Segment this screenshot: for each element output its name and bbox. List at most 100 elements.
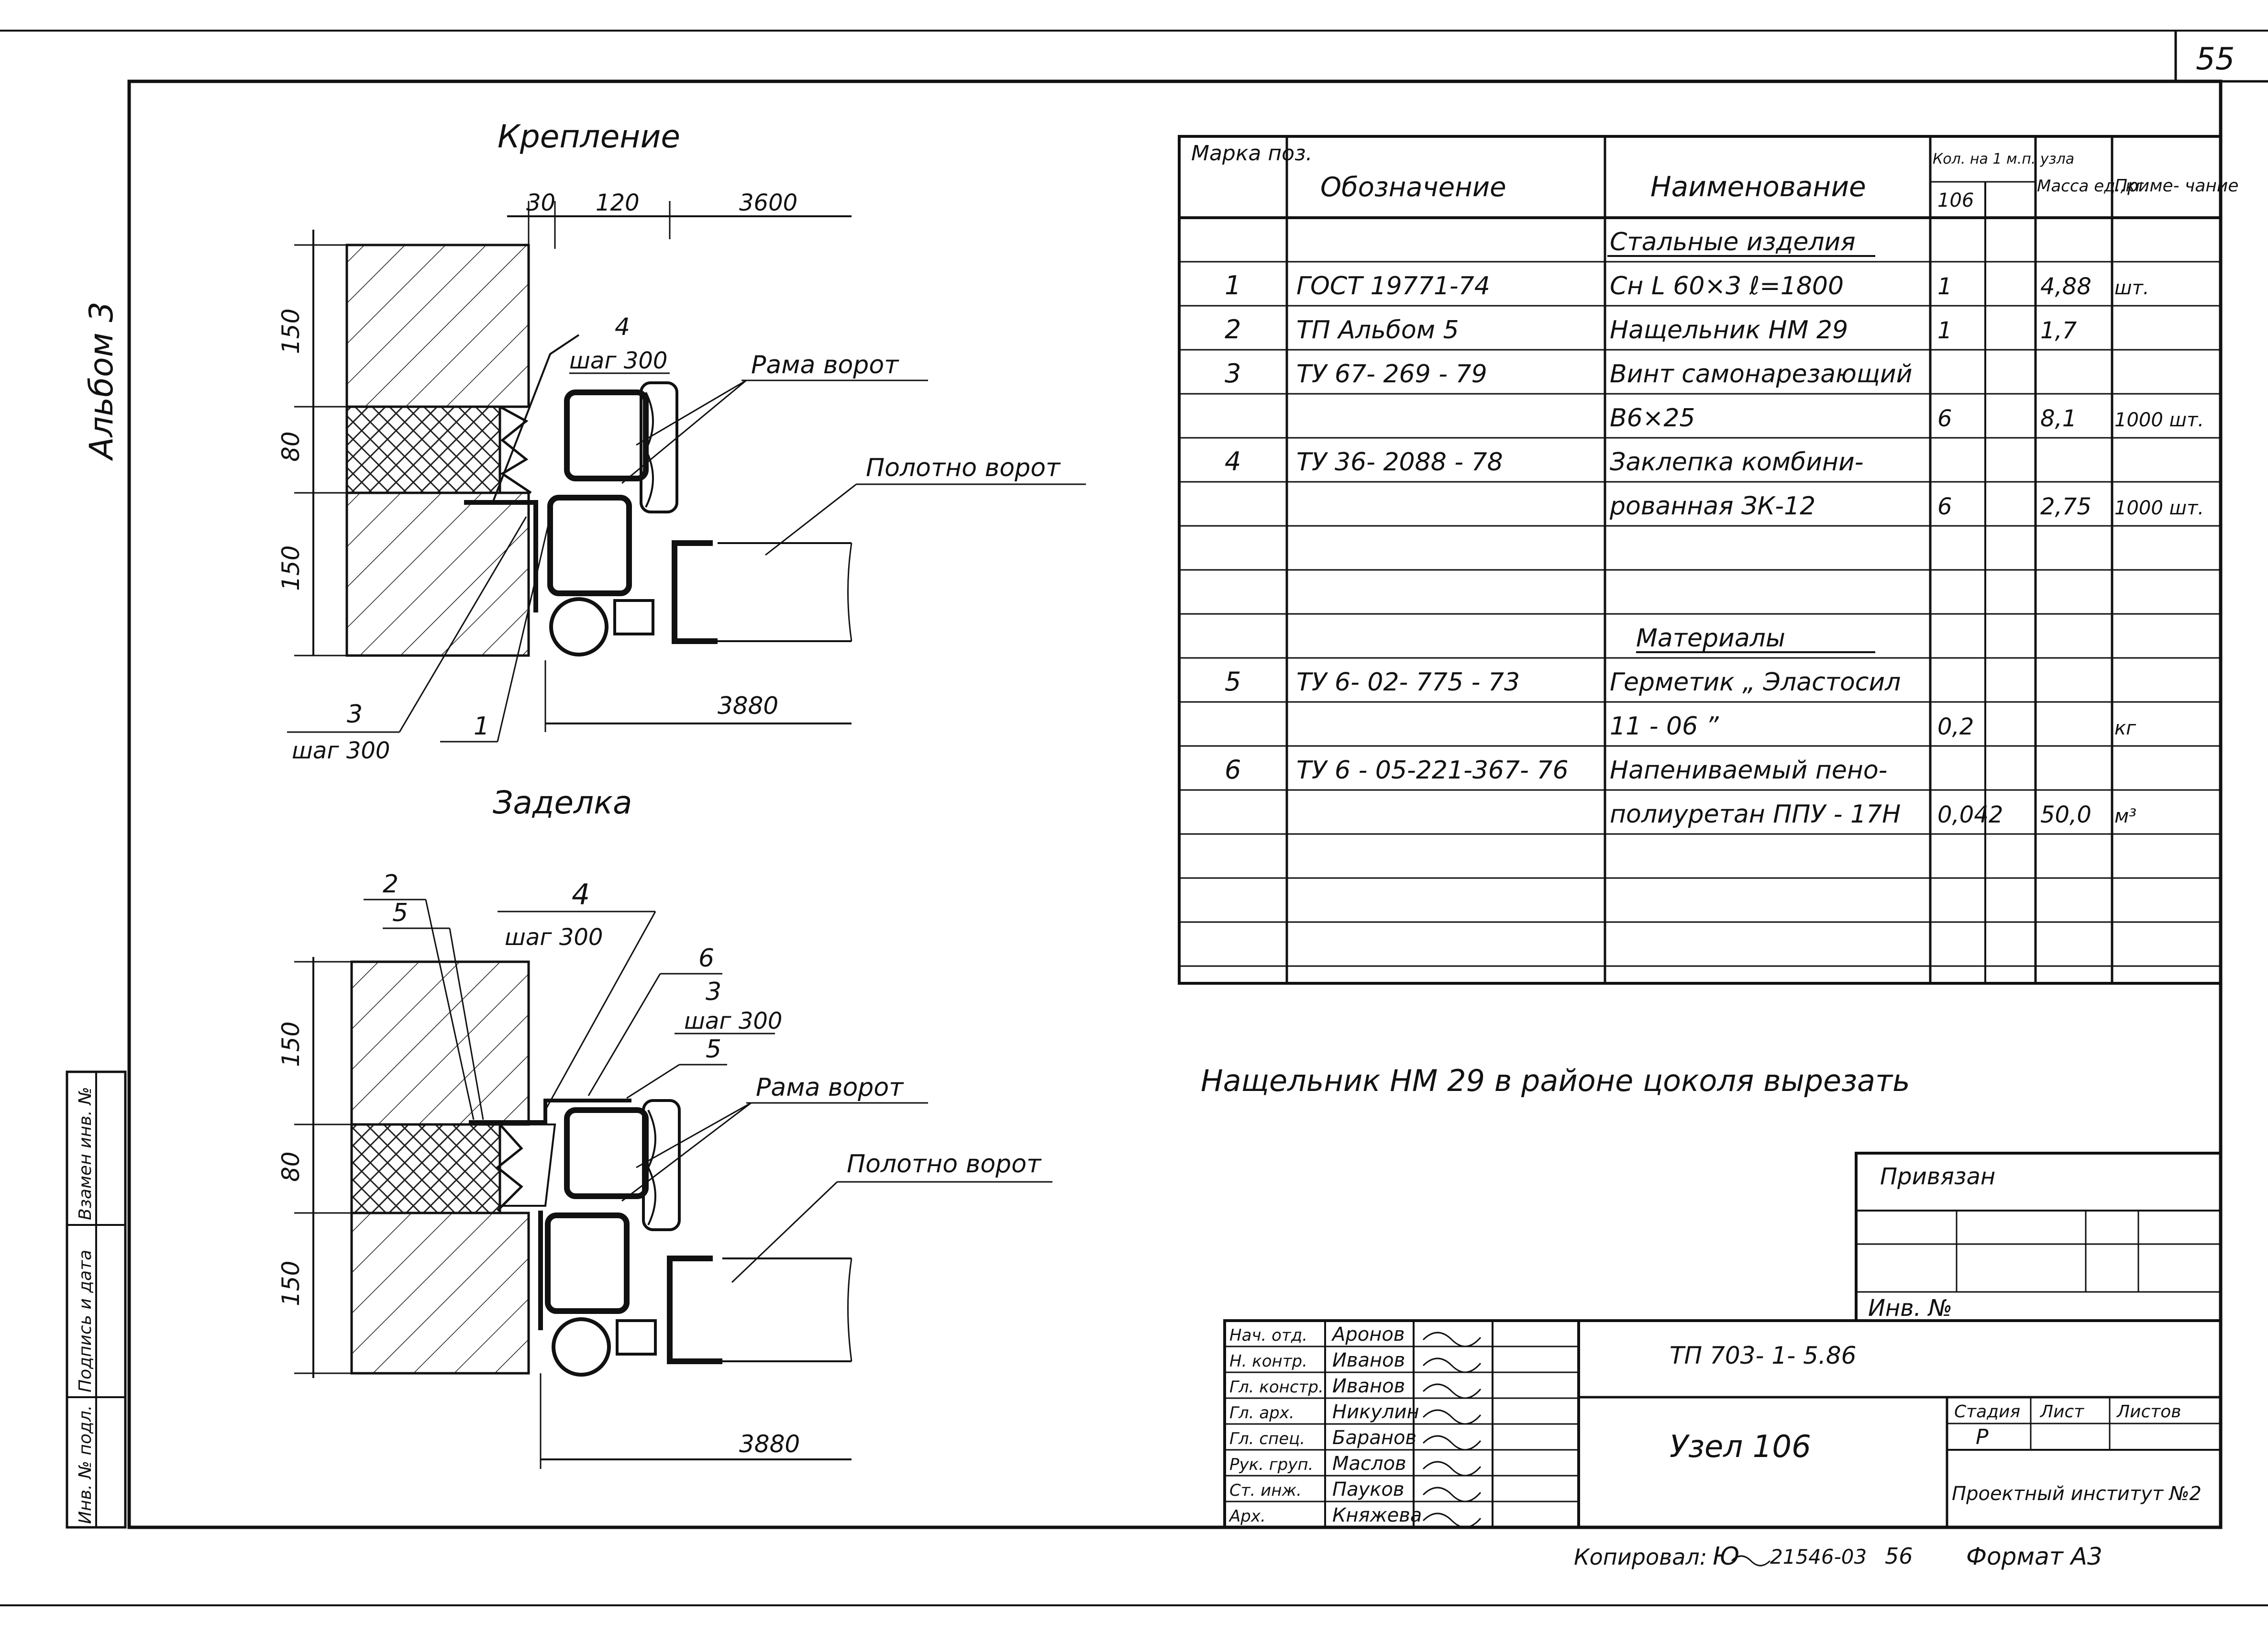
spec-cell-pos: 3 [1225,358,1241,389]
bottom-label-leaf: Полотно ворот [847,1150,1042,1179]
spec-cell-designation: ТУ 67- 269 - 79 [1296,360,1487,389]
spec-cell-designation: ТУ 6- 02- 775 - 73 [1296,668,1520,697]
bottom-dim-150b: 150 [277,1261,305,1306]
spec-cell-note: 1000 шт. [2114,409,2204,431]
spec-cell-qty: 1 [1937,317,1952,344]
page-number-2: 56 [1885,1543,1913,1569]
copied-label: Копировал: [1574,1544,1707,1570]
spec-cell-note: шт. [2114,277,2149,299]
spec-cell-name: Заклепка комбини- [1610,448,1864,477]
spec-cell-name: полиуретан ППУ - 17Н [1610,800,1901,829]
stamp-person: Княжева [1332,1504,1422,1526]
th-qty: Кол. на 1 м.п. узла [1933,151,2074,167]
spec-cell-pos: 5 [1225,667,1241,697]
bottom-dim-3880: 3880 [739,1430,800,1458]
spec-cell-pos: 6 [1225,755,1241,785]
spec-cell-name: Винт самонарезающий [1610,360,1913,389]
footer: Копировал: Ю 21546-03 56 Формат А3 [1574,1542,2102,1571]
organization: Проектный институт №2 [1952,1483,2202,1505]
doc-code: ТП 703- 1- 5.86 [1670,1342,1856,1369]
bound-block: Привязан Инв. № [1855,1152,2222,1322]
stamp-person: Маслов [1332,1453,1406,1475]
sheet-title: Узел 106 [1670,1429,1811,1465]
spec-cell-designation: ТП Альбом 5 [1296,316,1459,345]
bottom-label-6: 6 [698,944,714,973]
side-strip-replace: Взамен инв. № [76,1087,95,1220]
top-dim-3600: 3600 [739,189,797,216]
copy-signature: Ю [1713,1542,1739,1571]
spec-cell-mass: 50,0 [2040,801,2091,828]
page-number: 55 [2196,42,2235,77]
stamp-person: Иванов [1332,1375,1405,1397]
bottom-label-2: 2 [383,870,398,899]
spec-cell-mass: 4,88 [2040,273,2091,300]
top-dim-30: 30 [526,189,555,216]
spec-cell-name: рованная ЗК-12 [1609,492,1815,521]
bottom-label-5b: 5 [706,1035,721,1064]
order-number: 21546-03 [1770,1545,1867,1568]
side-strip-inv: Инв. № подл. [76,1405,95,1524]
spec-cell-name: Материалы [1636,624,1785,653]
spec-cell-pos: 1 [1225,270,1241,300]
top-label-3: 3 [347,700,363,729]
top-dim-3880: 3880 [718,692,778,720]
stamp-role: Арх. [1228,1507,1266,1526]
spec-cell-name: Напениваемый пено- [1610,756,1887,785]
spec-table: Марка поз. Обозначение Наименование Кол.… [1178,135,2238,985]
bottom-label-frame: Рама ворот [756,1073,904,1102]
bottom-label-5a: 5 [392,899,408,927]
stamp-person: Баранов [1332,1427,1416,1449]
top-dim-80: 80 [277,431,305,462]
spec-cell-designation: ГОСТ 19771-74 [1296,272,1490,300]
spec-cell-qty: 0,2 [1937,713,1974,740]
bottom-dim-150a: 150 [277,1022,305,1067]
spec-cell-name: В6×25 [1610,404,1695,433]
bottom-dim-80: 80 [277,1151,305,1182]
page-number-box [2174,31,2268,83]
format-label: Формат А3 [1966,1543,2102,1570]
spec-cell-qty: 6 [1937,405,1952,432]
th-mark: Марка поз. [1191,141,1312,166]
spec-cell-designation: ТУ 6 - 05-221-367- 76 [1296,756,1569,785]
spec-cell-mass: 2,75 [2040,493,2091,520]
stamp-person: Аронов [1331,1324,1405,1346]
handwritten-signature [1422,1409,1482,1425]
sheets-label: Листов [2116,1402,2181,1422]
stamp-role: Нач. отд. [1229,1326,1307,1345]
top-dim-150a: 150 [277,309,305,354]
stamp-role: Рук. груп. [1229,1455,1313,1474]
spec-cell-name: Сн L 60×3 ℓ=1800 [1610,272,1844,300]
stamp-role: Гл. спец. [1229,1429,1305,1448]
stamp-role: Н. контр. [1229,1352,1307,1371]
top-label-3-step: шаг 300 [292,737,390,764]
stage-label: Стадия [1954,1402,2020,1422]
note-text: Нащельник НМ 29 в районе цоколя вырезать [1201,1063,1910,1098]
bottom-label-3: 3 [706,978,721,1006]
spec-cell-name: 11 - 06 ” [1610,712,1719,741]
stage-value: Р [1976,1425,1989,1449]
spec-cell-name: Стальные изделия [1610,228,1856,256]
bottom-view: Заделка 150 80 150 3880 [277,784,1052,1469]
stamp-person: Пауков [1332,1479,1404,1501]
th-designation: Обозначение [1320,172,1506,203]
top-view: Крепление 30 120 3600 150 80 150 [277,118,1086,764]
stamp-person: Иванов [1332,1349,1405,1371]
spec-cell-name: Нащельник НМ 29 [1610,316,1848,345]
spec-cell-qty: 0,042 [1937,801,2003,828]
top-label-frame: Рама ворот [751,351,899,379]
spec-rows: Стальные изделия 1 ГОСТ 19771-74 Сн L 60×3 … [1179,228,2221,967]
spec-cell-note: м³ [2114,805,2136,827]
handwritten-signature [1422,1487,1482,1502]
th-note: Приме- чание [2114,176,2238,196]
th-name: Наименование [1650,170,1866,203]
top-dim-120: 120 [596,189,640,216]
spec-cell-qty: 1 [1937,273,1952,300]
handwritten-signature [1422,1357,1482,1373]
handwritten-signature [1422,1513,1482,1528]
stamp-role: Гл. констр. [1229,1378,1324,1397]
spec-cell-mass: 8,1 [2040,405,2077,432]
handwritten-signature [1422,1332,1482,1347]
top-label-leaf: Полотно ворот [866,454,1061,482]
